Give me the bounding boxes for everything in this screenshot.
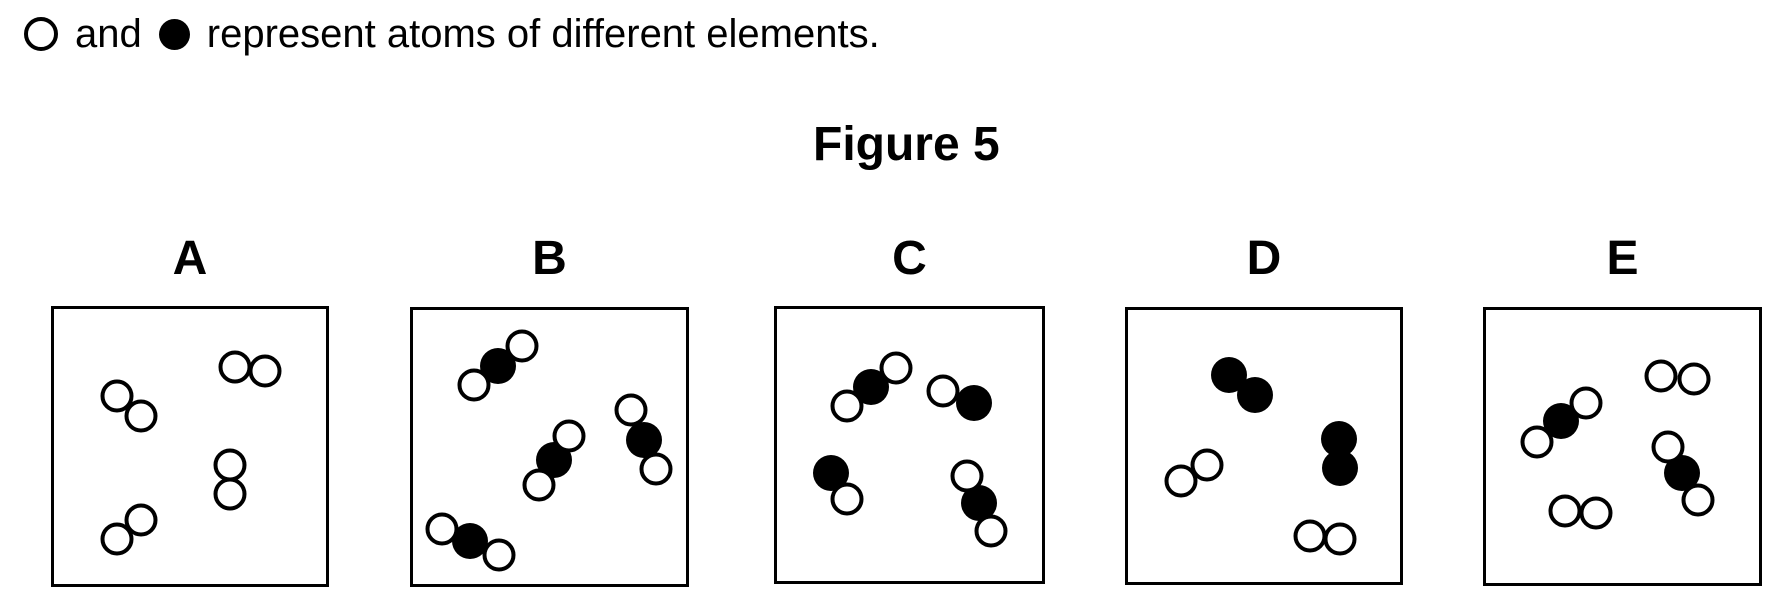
white-atom — [1677, 362, 1711, 396]
white-atom — [926, 374, 960, 408]
white-atom — [1651, 430, 1685, 464]
white-atom — [124, 503, 158, 537]
particle-box-a — [51, 306, 329, 587]
black-atom — [1322, 450, 1358, 486]
white-atom — [830, 482, 864, 516]
particle-box-c — [774, 306, 1045, 584]
white-atom — [425, 512, 459, 546]
white-atom — [505, 329, 539, 363]
white-atom — [974, 514, 1008, 548]
particle-box-d — [1125, 307, 1403, 585]
black-atom-legend-icon — [158, 18, 190, 50]
white-atom — [1520, 425, 1554, 459]
white-atom — [1579, 496, 1613, 530]
white-atom — [1293, 519, 1327, 553]
white-atom — [1190, 448, 1224, 482]
white-atom — [1681, 483, 1715, 517]
legend-description: represent atoms of different elements. — [206, 12, 880, 56]
white-atom — [1548, 494, 1582, 528]
panel-label-d: D — [1246, 232, 1282, 285]
white-atom — [950, 459, 984, 493]
panel-label-b: B — [532, 232, 567, 285]
panel-label-a: A — [172, 232, 208, 285]
black-atom — [956, 385, 992, 421]
black-atom — [626, 422, 662, 458]
white-atom-legend-icon — [24, 17, 58, 51]
legend-conjunction: and — [75, 12, 142, 56]
white-atom — [100, 522, 134, 556]
white-atom — [1164, 464, 1198, 498]
atom-legend: and represent atoms of different element… — [24, 11, 880, 57]
white-atom — [879, 351, 913, 385]
black-atom — [1237, 377, 1273, 413]
white-atom — [614, 393, 648, 427]
white-atom — [248, 354, 282, 388]
white-atom — [1644, 359, 1678, 393]
white-atom — [1569, 386, 1603, 420]
white-atom — [218, 350, 252, 384]
panel-label-e: E — [1606, 232, 1639, 285]
white-atom — [639, 452, 673, 486]
white-atom — [482, 538, 516, 572]
white-atom — [213, 477, 247, 511]
white-atom — [522, 468, 556, 502]
panel-label-c: C — [892, 232, 927, 285]
particle-box-b — [410, 307, 689, 587]
white-atom — [1323, 522, 1357, 556]
white-atom — [457, 368, 491, 402]
white-atom — [552, 419, 586, 453]
white-atom — [124, 399, 158, 433]
particle-box-e — [1483, 307, 1762, 586]
figure-title: Figure 5 — [813, 118, 1000, 171]
white-atom — [830, 389, 864, 423]
